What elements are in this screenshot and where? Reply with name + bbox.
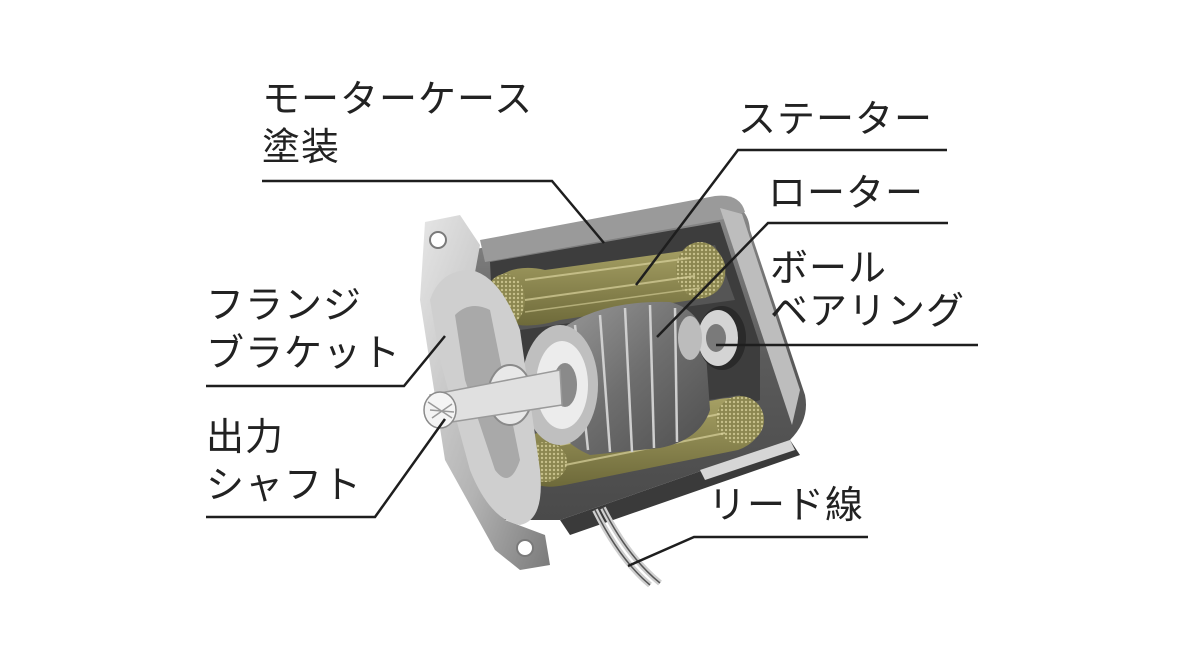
output-shaft — [423, 369, 563, 429]
leader-line-rotor — [656, 221, 948, 338]
label-motor-case-coating-line1: モーターケース — [262, 77, 534, 121]
leader-line-flange-bracket — [206, 335, 446, 388]
label-flange-bracket-line2: ブラケット — [206, 331, 402, 375]
lead-wire — [592, 506, 662, 588]
ball-bearing-rear — [678, 306, 746, 370]
label-ball-bearing-line1: ボール — [770, 246, 888, 290]
leader-line-output-shaft — [206, 418, 447, 519]
label-motor-case-coating-line2: 塗装 — [262, 125, 341, 169]
label-output-shaft-line1: 出力 — [206, 415, 285, 459]
leader-lines — [206, 148, 978, 568]
stator-coil-upper — [485, 242, 726, 326]
label-lead-wire: リード線 — [708, 483, 865, 527]
label-stator: ステーター — [738, 97, 934, 141]
leader-line-stator — [635, 148, 947, 286]
leader-line-lead-wire — [627, 535, 868, 568]
label-rotor: ローター — [768, 171, 925, 215]
leader-line-motor-case — [262, 179, 605, 244]
label-ball-bearing-line2: ベアリング — [770, 289, 966, 333]
label-flange-bracket-line1: フランジ — [206, 283, 363, 327]
label-output-shaft-line2: シャフト — [206, 463, 363, 507]
